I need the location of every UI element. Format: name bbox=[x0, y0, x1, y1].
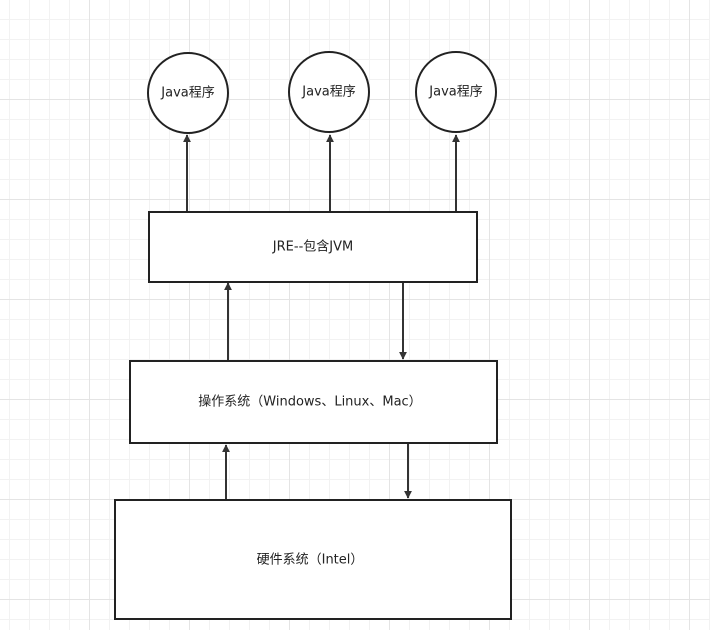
java-program-1-label: Java程序 bbox=[160, 86, 214, 101]
java-program-2-label: Java程序 bbox=[301, 85, 355, 100]
jre-box bbox=[148, 211, 478, 283]
node-java-program-2[interactable]: Java程序 bbox=[288, 51, 370, 133]
hardware-label: 硬件系统（Intel） bbox=[257, 553, 364, 568]
hardware-box bbox=[114, 499, 512, 620]
java-program-1-circle bbox=[147, 52, 229, 134]
node-hardware[interactable]: 硬件系统（Intel） bbox=[114, 499, 512, 620]
node-java-program-3[interactable]: Java程序 bbox=[415, 51, 497, 133]
java-program-3-label: Java程序 bbox=[428, 85, 482, 100]
jre-label: JRE--包含JVM bbox=[272, 239, 353, 255]
node-os[interactable]: 操作系统（Windows、Linux、Mac） bbox=[129, 360, 498, 444]
node-java-program-1[interactable]: Java程序 bbox=[147, 52, 229, 134]
java-program-2-circle bbox=[288, 51, 370, 133]
os-box bbox=[129, 360, 498, 444]
java-program-3-circle bbox=[415, 51, 497, 133]
node-jre[interactable]: JRE--包含JVM bbox=[148, 211, 478, 283]
os-label: 操作系统（Windows、Linux、Mac） bbox=[198, 394, 421, 410]
